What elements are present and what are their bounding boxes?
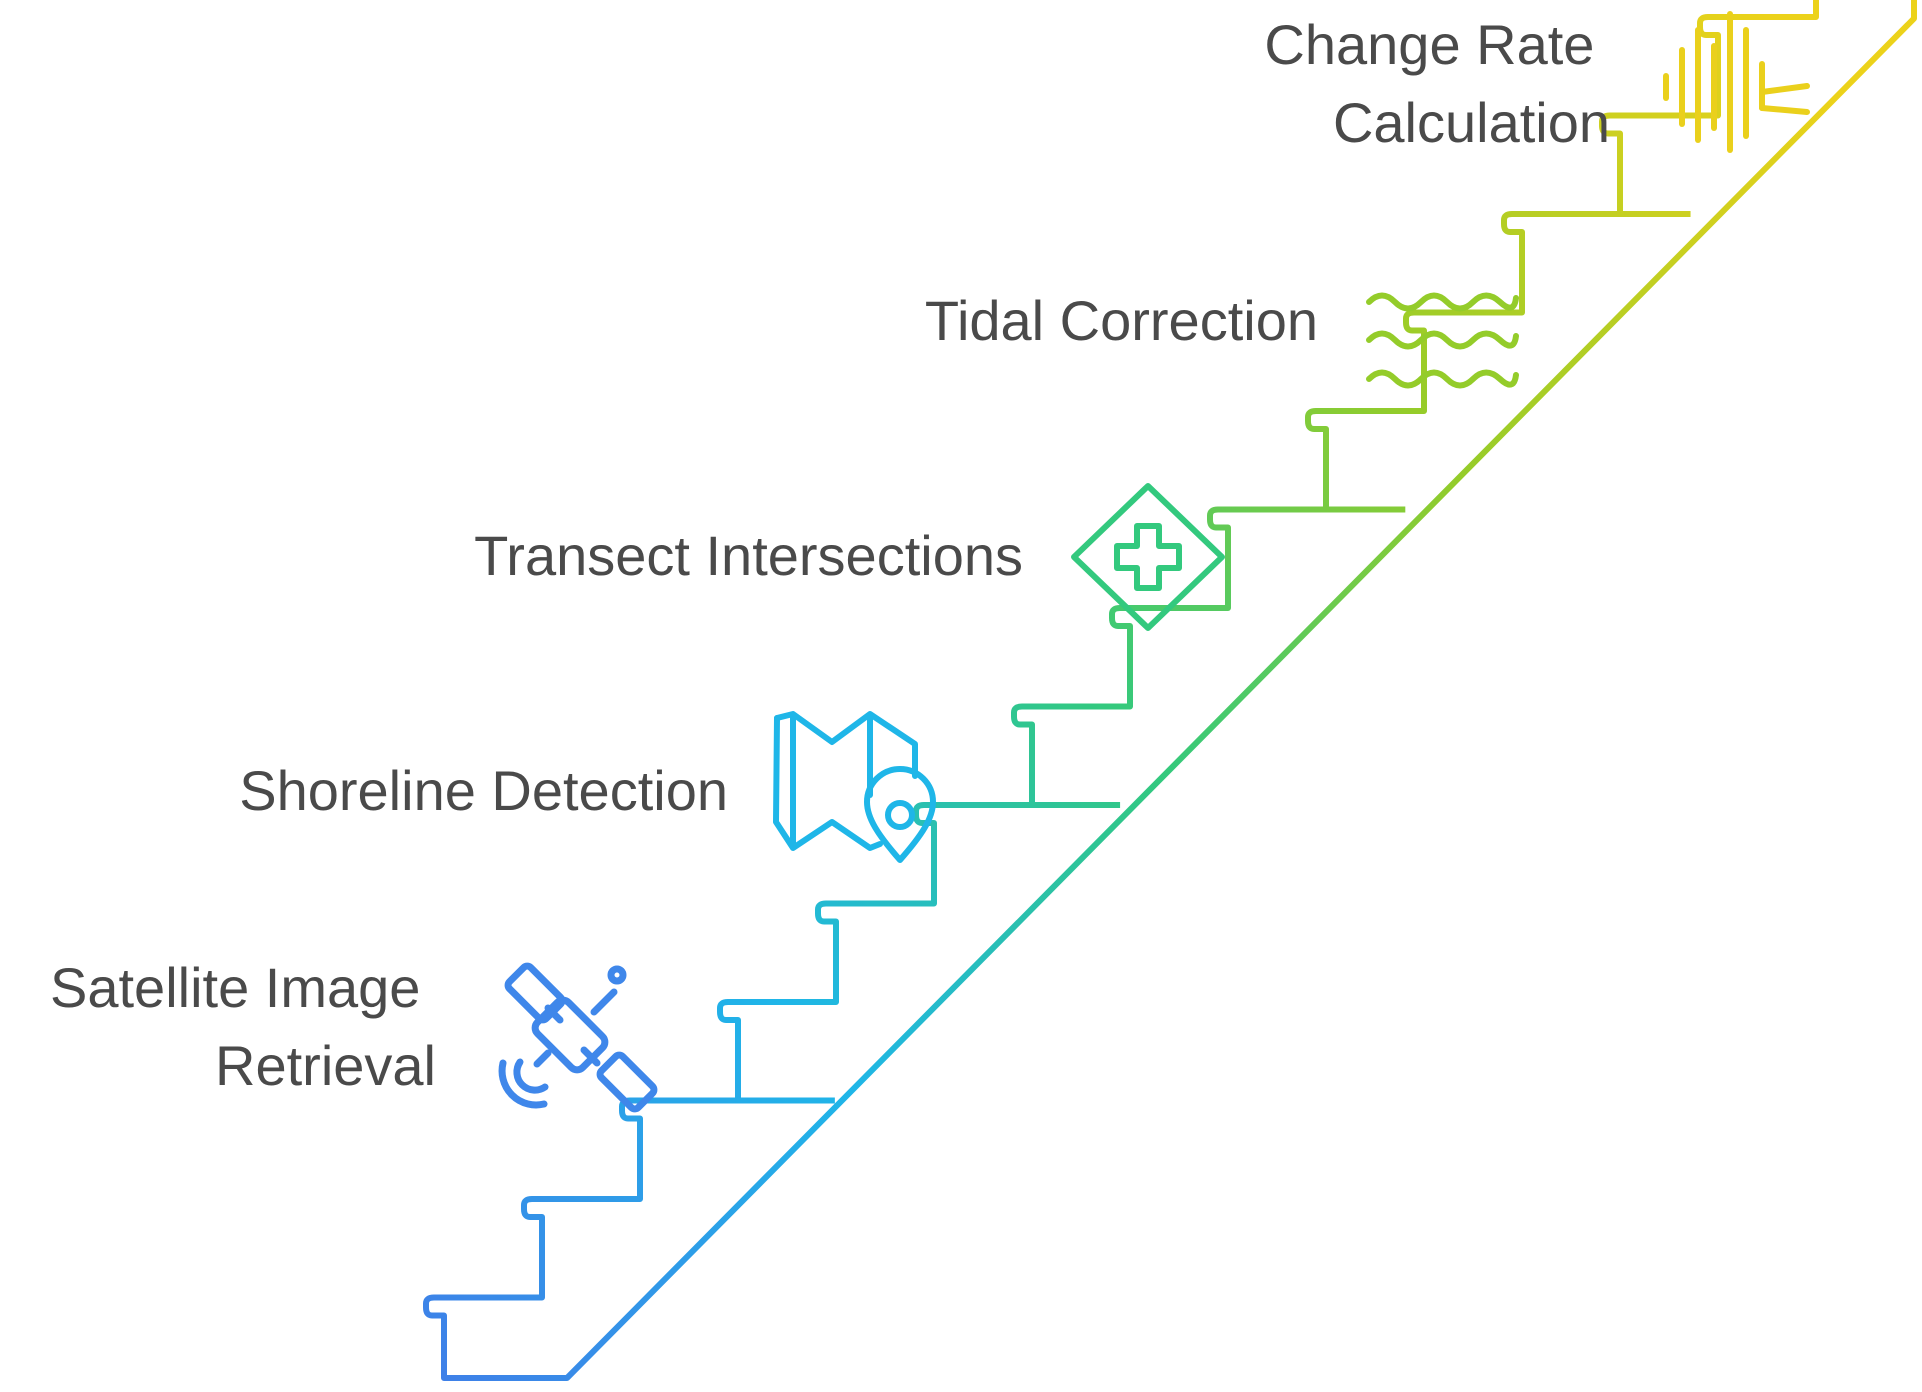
step-label-tidal: Tidal Correction [925, 289, 1318, 352]
step-label-transect: Transect Intersections [474, 524, 1023, 587]
step-label-line: Retrieval [215, 1034, 436, 1097]
step-label-change-rate: Change Rate Calculation [1264, 13, 1610, 154]
step-label-shoreline: Shoreline Detection [239, 759, 728, 822]
step-satellite-image-retrieval: Satellite Image Retrieval [50, 956, 658, 1113]
step-label-satellite: Satellite Image Retrieval [50, 956, 436, 1097]
step-label-line: Transect Intersections [474, 524, 1023, 587]
step-label-line: Tidal Correction [925, 289, 1318, 352]
step-label-line: Calculation [1333, 91, 1610, 154]
step-transect-intersections: Transect Intersections [474, 483, 1225, 631]
staircase [423, 0, 1917, 1381]
step-label-line: Shoreline Detection [239, 759, 728, 822]
step-label-line: Satellite Image [50, 956, 420, 1019]
map-pin-icon [773, 711, 936, 863]
step-change-rate-calculation: Change Rate Calculation [1264, 11, 1810, 154]
sound-wave-icon [1663, 11, 1810, 153]
waves-icon [1366, 292, 1519, 389]
staircase-outline [423, 0, 1917, 1381]
step-tidal-correction: Tidal Correction [925, 289, 1519, 389]
satellite-icon [498, 962, 658, 1113]
step-shoreline-detection: Shoreline Detection [239, 711, 936, 863]
diamond-cross-icon [1071, 483, 1225, 631]
step-label-line: Change Rate [1264, 13, 1594, 76]
